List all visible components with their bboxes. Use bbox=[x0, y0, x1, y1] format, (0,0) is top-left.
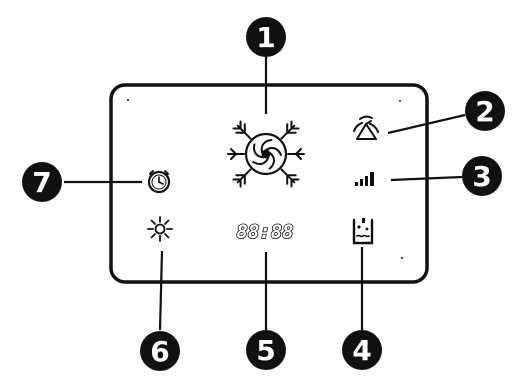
callout-number-1: 1 bbox=[256, 21, 275, 54]
leader-line-2 bbox=[387, 113, 466, 135]
display-panel bbox=[109, 83, 429, 284]
callout-number-3: 3 bbox=[472, 160, 491, 193]
panel-dot bbox=[399, 100, 401, 102]
callout-number-5: 5 bbox=[256, 334, 275, 367]
callout-5: 5 bbox=[246, 330, 286, 370]
callout-4: 4 bbox=[342, 330, 382, 370]
callout-number-4: 4 bbox=[352, 334, 371, 367]
callout-2: 2 bbox=[465, 91, 505, 131]
signal-strength-icon bbox=[355, 172, 374, 186]
panel-dot bbox=[401, 257, 403, 259]
water-tank-icon bbox=[352, 218, 374, 245]
callout-number-2: 2 bbox=[475, 95, 494, 128]
callout-number-7: 7 bbox=[32, 166, 51, 199]
fan-snowflake-icon bbox=[227, 120, 305, 188]
panel-dot bbox=[127, 99, 129, 101]
leader-line-6 bbox=[158, 250, 164, 331]
sun-icon bbox=[147, 216, 173, 242]
leader-lines bbox=[64, 57, 466, 331]
callout-7: 7 bbox=[22, 162, 62, 202]
digital-display: 88:88 bbox=[236, 220, 295, 244]
leader-line-3 bbox=[390, 175, 463, 182]
clock-icon bbox=[147, 170, 171, 194]
segment-readout: 88:88 bbox=[236, 221, 293, 243]
callout-6: 6 bbox=[140, 331, 180, 371]
callout-3: 3 bbox=[462, 156, 502, 196]
callout-1: 1 bbox=[246, 17, 286, 57]
callout-number-6: 6 bbox=[150, 335, 169, 368]
water-spray-icon bbox=[353, 115, 379, 140]
